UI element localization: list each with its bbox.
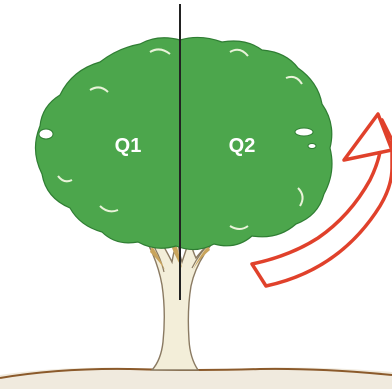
rotation-arrow-head xyxy=(342,112,392,162)
canopy-notch-1 xyxy=(89,86,109,93)
canopy-notch-7 xyxy=(229,225,249,230)
canopy-notch-6 xyxy=(99,205,119,213)
ground-shadow xyxy=(0,367,392,389)
canopy-shape xyxy=(34,36,333,251)
label-q2: Q2 xyxy=(229,135,256,157)
ground xyxy=(0,367,392,389)
branch-tip-right xyxy=(193,246,210,270)
canopy-hole-right xyxy=(294,127,314,137)
tree-canopy xyxy=(34,36,333,251)
label-q1: Q1 xyxy=(115,135,142,157)
branch-tip-left xyxy=(150,246,165,270)
canopy-notch-3 xyxy=(229,48,249,57)
canopy-notch-8 xyxy=(57,175,73,183)
canopy-notch-5 xyxy=(297,187,304,207)
canopy-hole-small xyxy=(307,143,317,149)
canopy-notch-2 xyxy=(149,48,171,55)
canopy-notch-4 xyxy=(285,75,303,85)
canopy-hole-left xyxy=(38,128,54,140)
